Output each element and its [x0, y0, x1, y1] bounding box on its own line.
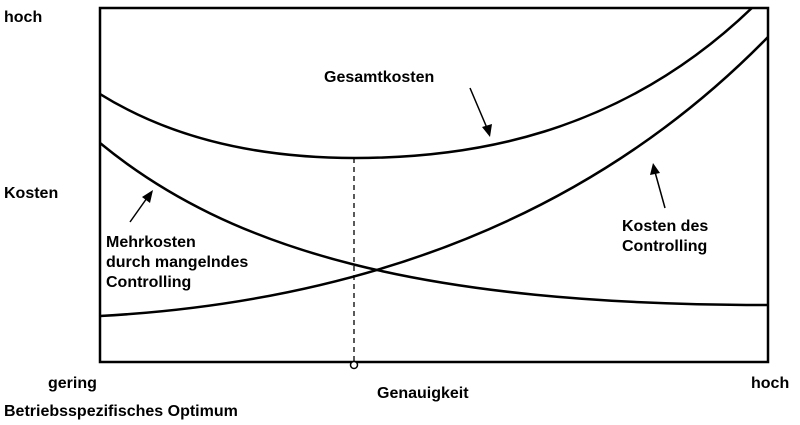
x-axis-right-label: hoch — [751, 375, 789, 392]
gesamtkosten-arrow — [469, 87, 492, 137]
controlling-label-line-2: Controlling — [622, 238, 707, 255]
mehrkosten-label-line-1: Mehrkosten — [106, 234, 196, 251]
y-axis-top-label: hoch — [4, 9, 42, 26]
gesamtkosten-label: Gesamtkosten — [324, 69, 434, 86]
x-axis-left-label: gering — [48, 375, 97, 392]
controlling-arrow — [650, 163, 666, 209]
mehrkosten-arrow — [129, 190, 153, 223]
plot-frame — [98, 6, 770, 364]
controlling-label-line-1: Kosten des — [622, 218, 708, 235]
controlling-kosten-curve — [100, 36, 768, 318]
mehrkosten-label-line-3: Controlling — [106, 274, 191, 291]
x-axis-label: Genauigkeit — [377, 385, 469, 402]
mehrkosten-label-line-2: durch mangelndes — [106, 254, 248, 271]
optimum-marker — [349, 360, 359, 370]
gesamtkosten-curve — [100, 8, 754, 160]
y-axis-label: Kosten — [4, 185, 58, 202]
mehrkosten-curve — [100, 142, 768, 307]
optimum-label: Betriebsspezifisches Optimum — [4, 403, 238, 420]
